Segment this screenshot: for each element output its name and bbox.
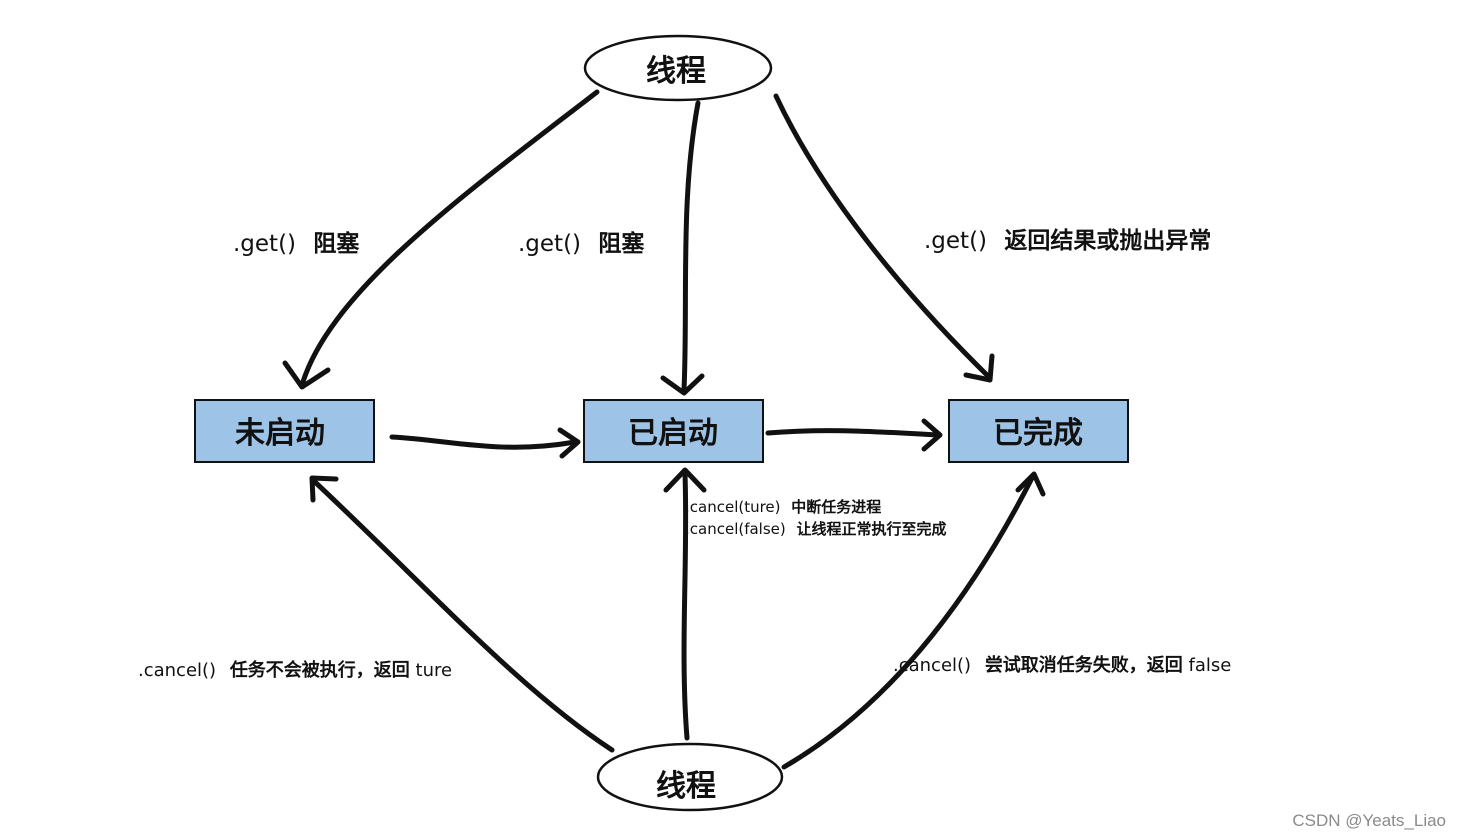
label-cancel-started-false: .cancel(false) 让线程正常执行至完成 [685, 520, 947, 538]
node-thread-bottom-label: 线程 [656, 769, 716, 804]
edge-cancel-to-completed [781, 471, 1046, 770]
node-started-label: 已启动 [628, 416, 718, 451]
node-thread-top: 线程 [583, 34, 773, 102]
label-get-completed-text: 返回结果或抛出异常 [1004, 228, 1211, 254]
label-cancel-completed-method: .cancel() [893, 655, 971, 676]
label-get-started-text: 阻塞 [598, 230, 644, 257]
node-thread-top-label: 线程 [646, 54, 706, 89]
edge-cancel-to-started [663, 467, 707, 741]
node-not-started-label: 未启动 [235, 416, 325, 451]
watermark: CSDN @Yeats_Liao [1292, 811, 1446, 830]
node-completed-label: 已完成 [993, 416, 1083, 451]
label-cancel-not-started-method: .cancel() [138, 660, 216, 681]
label-cancel-started-true-method: .cancel(ture) [685, 498, 781, 516]
label-get-completed: .get() 返回结果或抛出异常 [924, 228, 1211, 254]
node-completed: 已完成 [948, 399, 1129, 463]
node-not-started: 未启动 [194, 399, 375, 463]
edge-started-to-completed [765, 418, 943, 452]
label-cancel-not-started-suffix: ture [416, 660, 453, 681]
edge-get-to-started [660, 100, 705, 396]
node-thread-bottom: 线程 [596, 742, 784, 812]
label-get-not-started-method: .get() [233, 231, 296, 257]
label-cancel-not-started-text: 任务不会被执行，返回 [229, 659, 410, 681]
label-cancel-completed-text: 尝试取消任务失败，返回 [985, 654, 1183, 676]
label-cancel-completed-suffix: false [1189, 655, 1232, 676]
label-cancel-started-true: .cancel(ture) 中断任务进程 [685, 498, 881, 516]
label-cancel-completed: .cancel() 尝试取消任务失败，返回 false [893, 654, 1231, 676]
edge-get-to-completed [773, 93, 995, 383]
label-cancel-started-false-text: 让线程正常执行至完成 [797, 520, 947, 538]
label-get-started: .get() 阻塞 [518, 230, 644, 257]
label-cancel-not-started: .cancel() 任务不会被执行，返回 ture [138, 659, 452, 681]
edge-not-started-to-started [389, 427, 581, 459]
label-cancel-started-true-text: 中断任务进程 [791, 498, 881, 516]
label-cancel-started-false-method: .cancel(false) [685, 520, 786, 538]
edge-cancel-to-not-started [309, 475, 615, 753]
label-get-not-started-text: 阻塞 [313, 230, 359, 257]
edge-get-to-not-started [282, 89, 600, 390]
label-get-started-method: .get() [518, 231, 581, 257]
node-started: 已启动 [583, 399, 764, 463]
label-get-not-started: .get() 阻塞 [233, 230, 359, 257]
label-get-completed-method: .get() [924, 228, 987, 254]
